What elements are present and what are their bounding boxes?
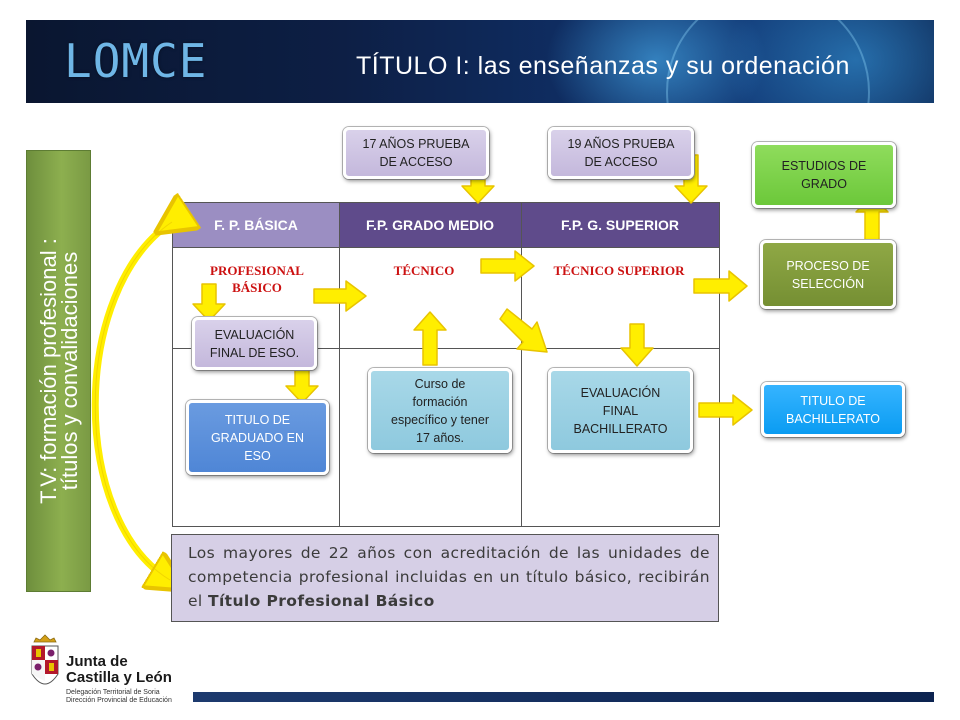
logo-subtext: Delegación Territorial de Soria Direcció… xyxy=(66,689,172,704)
header-banner: LOMCE TÍTULO I: las enseñanzas y su orde… xyxy=(26,20,934,103)
arrow-right-superior-proceso xyxy=(693,270,748,302)
footer-bar xyxy=(193,692,934,702)
note-bold-text: Título Profesional Básico xyxy=(207,592,435,610)
note-text: Los mayores de 22 años con acreditación … xyxy=(188,544,710,610)
arrow-diagonal-bach xyxy=(499,308,548,353)
arrow-right-tecnico-superior xyxy=(480,250,535,282)
page-title: TÍTULO I: las enseñanzas y su ordenación xyxy=(356,52,850,80)
title-tecnico: TÉCNICO xyxy=(393,263,455,278)
title-tecnico-superior: TÉCNICO SUPERIOR xyxy=(553,263,685,278)
arrow-down-basico-eval xyxy=(192,283,226,322)
note-mayores-22: Los mayores de 22 años con acreditación … xyxy=(171,534,719,622)
arrow-down-19-prueba xyxy=(674,154,708,204)
header-fp-grado-superior: F.P. G. SUPERIOR xyxy=(521,203,719,247)
arrow-right-bach-titulo xyxy=(698,394,753,426)
curve-connector xyxy=(91,222,172,580)
title-profesional-basico: PROFESIONAL BÁSICO xyxy=(210,263,304,295)
brand-title: LOMCE xyxy=(64,34,208,88)
row-divider xyxy=(173,247,719,248)
column-divider xyxy=(521,203,522,526)
column-divider xyxy=(339,203,340,526)
arrow-up-curso-tecnico xyxy=(413,311,447,366)
junta-logo: Junta de Castilla y León Delegación Terr… xyxy=(28,632,188,712)
arrow-down-eval-bach xyxy=(620,323,654,367)
header-fp-grado-medio: F.P. GRADO MEDIO xyxy=(339,203,521,247)
row-divider xyxy=(173,348,719,349)
arrow-right-basico-tecnico xyxy=(313,280,367,312)
coat-of-arms-icon xyxy=(31,634,59,685)
side-label-bar: T.V: formación profesional : títulos y c… xyxy=(26,150,91,592)
arrow-down-eval-titulo xyxy=(285,365,319,404)
logo-text: Junta de Castilla y León xyxy=(66,653,172,686)
